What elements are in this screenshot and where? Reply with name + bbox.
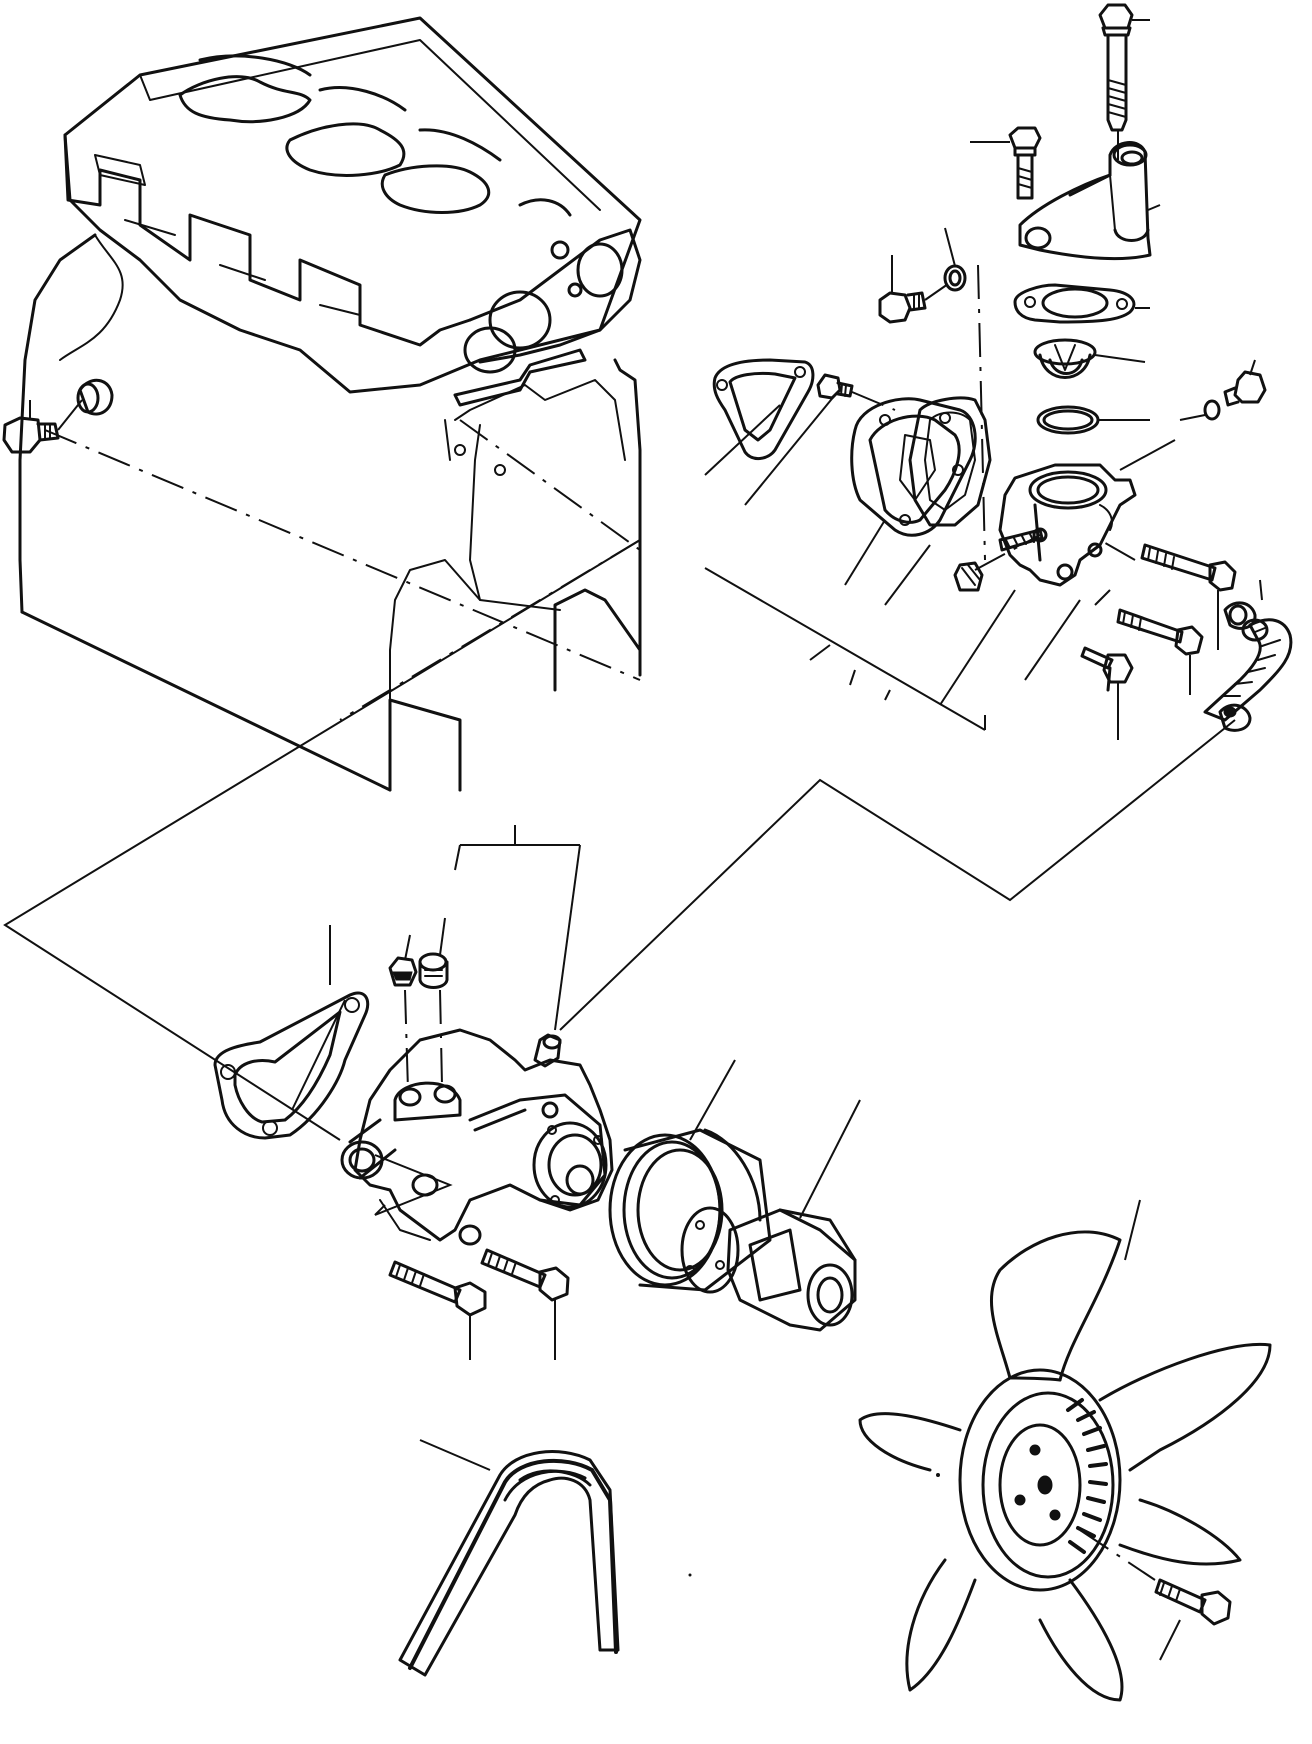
pump-bracket xyxy=(374,825,581,1216)
thermostat-ring-icon xyxy=(1036,405,1150,435)
hose-clamp-icon xyxy=(1218,601,1257,732)
drain-plug-icon xyxy=(2,379,114,454)
v-belt-icon xyxy=(398,1439,620,1677)
pulley-icon xyxy=(608,1059,772,1294)
reference-lines xyxy=(3,539,1236,1141)
cover-bolt-icon xyxy=(816,373,896,411)
housing-bolts-icon xyxy=(1080,539,1237,740)
outlet-gasket-icon xyxy=(1013,283,1150,324)
fan-icon xyxy=(858,1199,1272,1702)
cover-gasket-icon xyxy=(908,396,992,527)
engine-block-icon xyxy=(18,16,642,792)
pump-bolts-icon xyxy=(388,1248,570,1360)
pump-gasket-icon xyxy=(213,925,370,1140)
thermostat-icon xyxy=(1033,338,1146,379)
spacer-icon xyxy=(726,1099,861,1332)
cover-plate-icon xyxy=(850,397,977,537)
bypass-gasket-icon xyxy=(712,358,815,460)
water-outlet-icon xyxy=(1018,141,1161,261)
drain-cock-icon xyxy=(878,227,986,561)
thermostat-housing-icon xyxy=(998,439,1176,587)
misc-marks xyxy=(688,1473,940,1577)
water-pump-icon xyxy=(340,1028,614,1246)
pipe-plug-right-icon xyxy=(1179,359,1267,421)
group-bracket xyxy=(704,394,1263,731)
fan-bolt-icon xyxy=(1079,1529,1232,1661)
thermostat-bolt-long-icon xyxy=(1098,3,1150,160)
pump-fittings-icon xyxy=(388,917,449,1091)
stud-icon xyxy=(998,528,1044,552)
thermostat-bolt-short-icon xyxy=(970,126,1042,200)
